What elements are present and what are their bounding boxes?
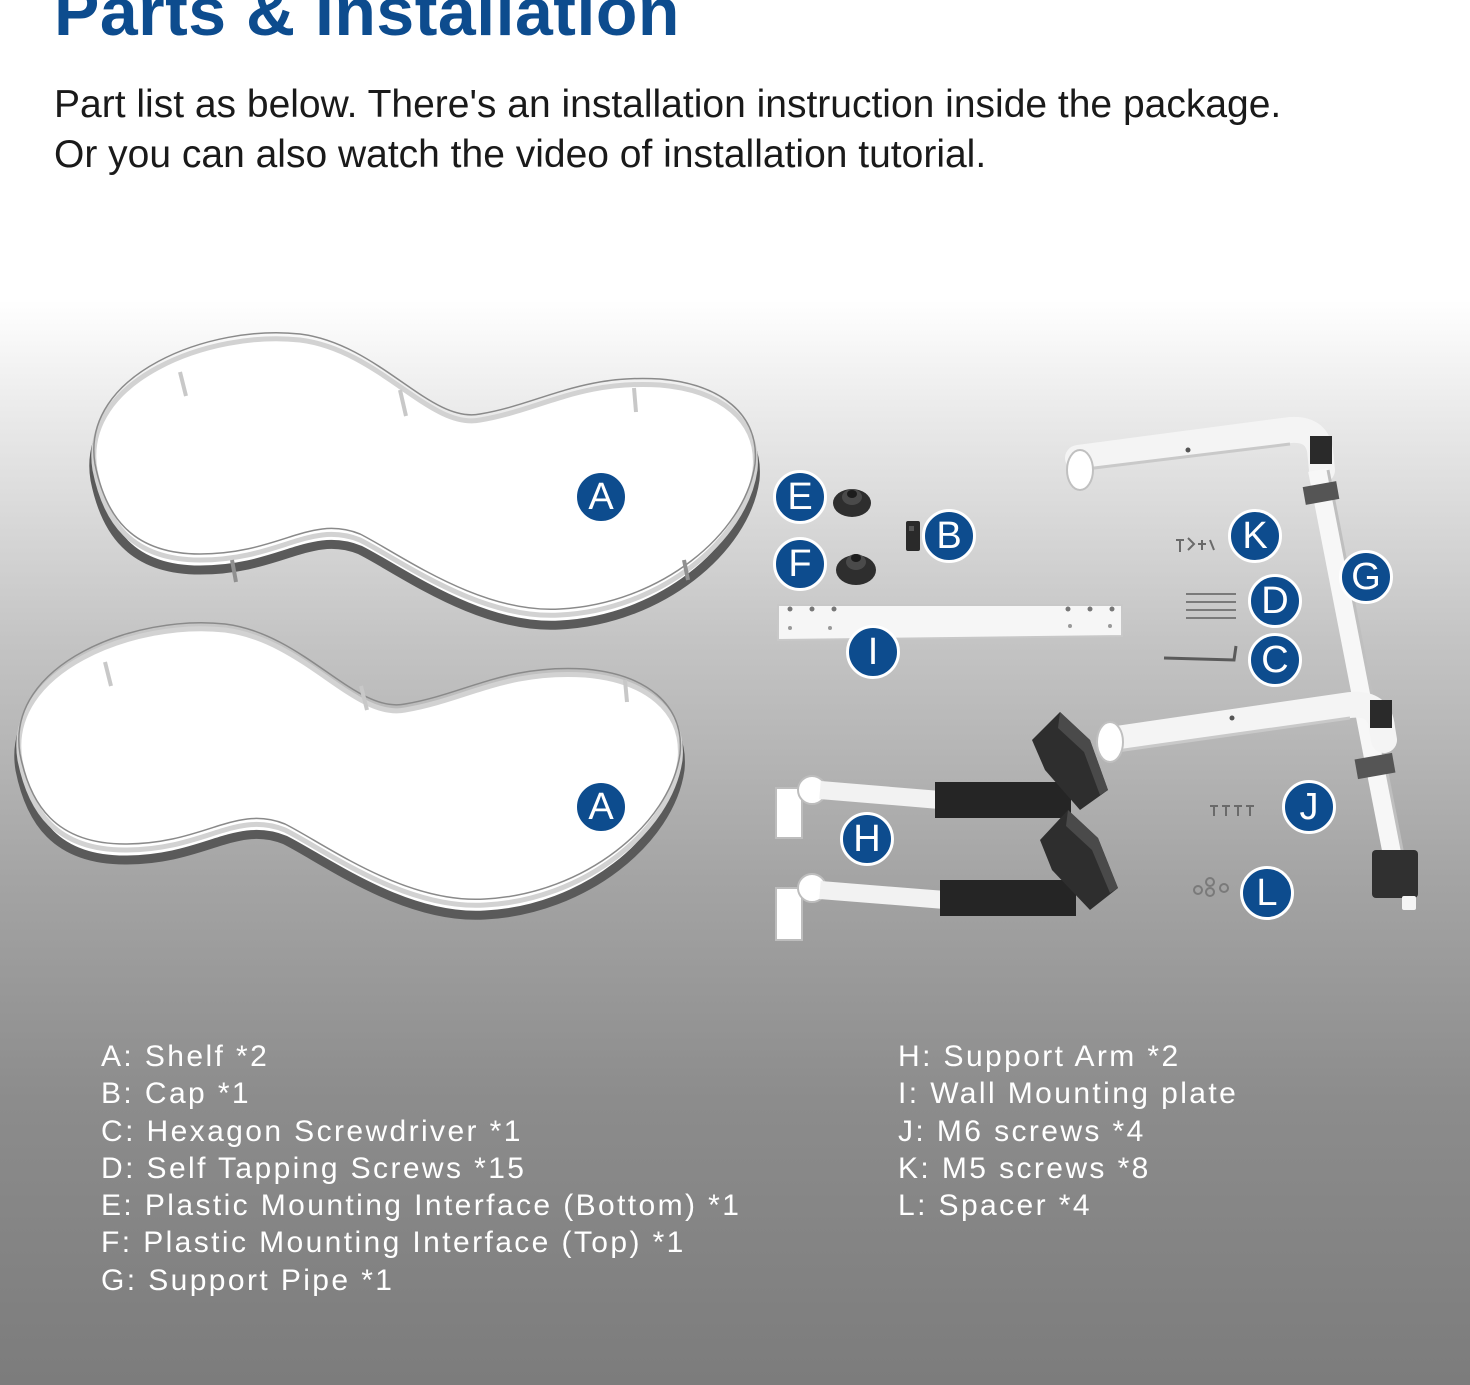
part-b: B: Cap *1 <box>101 1077 252 1111</box>
parts-list-left: A: Shelf *2 B: Cap *1 C: Hexagon Screwdr… <box>101 1038 741 1299</box>
badge-i: I <box>846 625 900 679</box>
part-g: G: Support Pipe *1 <box>101 1263 395 1297</box>
m5-screws-illustration <box>1176 537 1215 552</box>
self-tapping-screws-illustration <box>1186 593 1236 619</box>
cap-illustration <box>906 521 920 551</box>
m6-screws-illustration <box>1210 805 1254 816</box>
mounting-interface-top-illustration <box>836 554 876 585</box>
part-a: A: Shelf *2 <box>101 1040 270 1073</box>
badge-e: E <box>773 470 827 524</box>
wall-plate-illustration <box>777 604 1123 642</box>
support-pipe-illustration <box>1065 416 1418 910</box>
badge-h: H <box>840 812 894 866</box>
badge-d: D <box>1248 574 1302 628</box>
part-c: C: Hexagon Screwdriver *1 <box>101 1114 523 1148</box>
spacers-illustration <box>1193 877 1229 897</box>
shelf-bottom-illustration <box>19 621 681 916</box>
shelf-top-illustration <box>94 331 756 626</box>
badge-k: K <box>1228 509 1282 563</box>
part-i: I: Wall Mounting plate <box>898 1077 1239 1111</box>
subtitle-line-2: Or you can also watch the video of insta… <box>54 133 987 176</box>
part-k: K: M5 screws *8 <box>898 1151 1151 1185</box>
badge-l: L <box>1240 866 1294 920</box>
parts-list-right: H: Support Arm *2 I: Wall Mounting plate… <box>898 1038 1238 1224</box>
part-l: L: Spacer *4 <box>898 1189 1092 1223</box>
badge-shelf-bottom: A <box>574 780 628 834</box>
badge-c: C <box>1248 633 1302 687</box>
page-subtitle: Part list as below. There's an installat… <box>54 80 1281 180</box>
part-d: D: Self Tapping Screws *15 <box>101 1151 527 1185</box>
badge-shelf-top: A <box>574 470 628 524</box>
mounting-interface-bottom-illustration <box>833 489 871 517</box>
hex-screwdriver-illustration <box>1163 645 1238 662</box>
part-h: H: Support Arm *2 <box>898 1040 1181 1073</box>
support-arm-lower-illustration <box>775 810 1118 941</box>
part-j: J: M6 screws *4 <box>898 1114 1146 1148</box>
part-f: F: Plastic Mounting Interface (Top) *1 <box>101 1226 686 1260</box>
support-arm-upper-illustration <box>775 712 1108 839</box>
page-title: Parts & Installation <box>54 0 680 50</box>
badge-b: B <box>922 509 976 563</box>
badge-f: F <box>773 537 827 591</box>
part-e: E: Plastic Mounting Interface (Bottom) *… <box>101 1189 742 1223</box>
subtitle-line-1: Part list as below. There's an installat… <box>54 83 1282 126</box>
badge-g: G <box>1339 550 1393 604</box>
badge-j: J <box>1282 780 1336 834</box>
